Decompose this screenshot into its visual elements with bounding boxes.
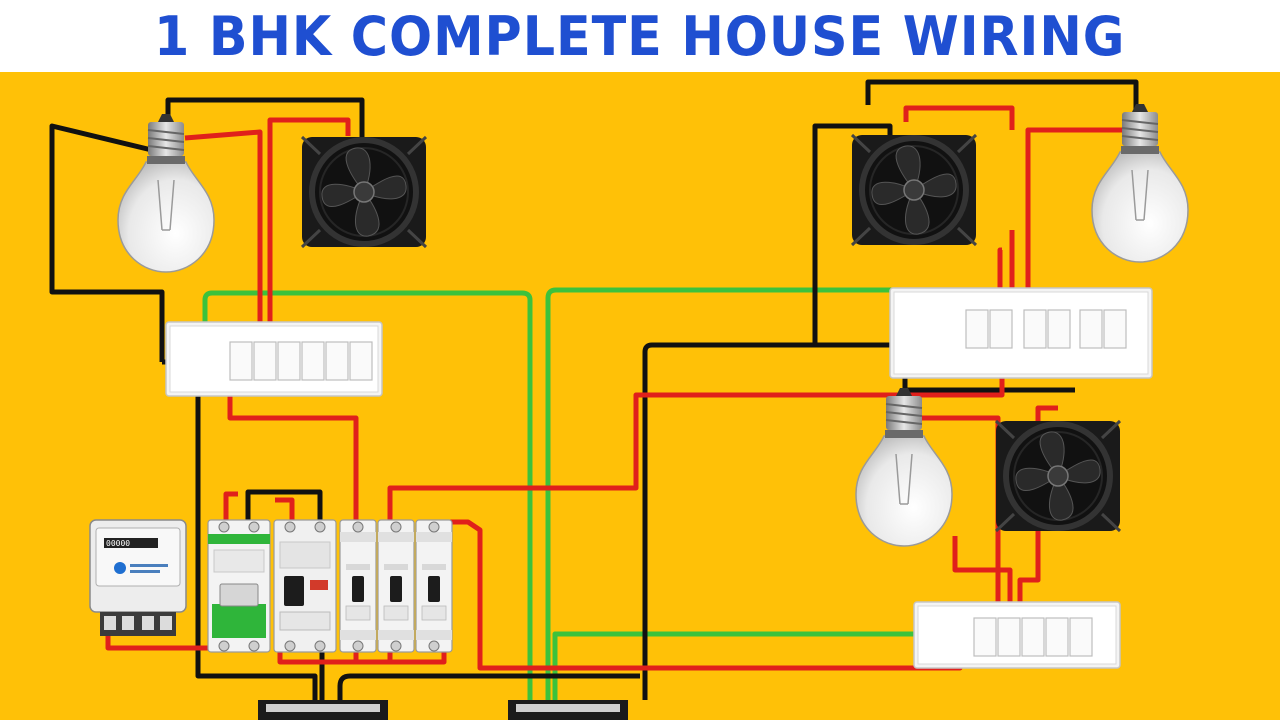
meter-reading: 00000 (106, 539, 130, 548)
mcb-1 (339, 519, 377, 653)
title-bar: 1 BHK COMPLETE HOUSE WIRING (0, 0, 1280, 72)
exhaust-fan-room-2 (852, 135, 976, 245)
neutral-wires (49, 79, 1139, 702)
wiring-diagram: 00000 (0, 72, 1280, 720)
mcb-3 (415, 519, 453, 653)
phase-wires (105, 105, 1126, 671)
main-switch (207, 519, 271, 653)
switch-board-room-2 (889, 287, 1153, 379)
page-title: 1 BHK COMPLETE HOUSE WIRING (154, 4, 1126, 68)
rccb (273, 519, 337, 653)
bottom-terminal-right (508, 700, 628, 720)
switch-board-room-1 (165, 321, 383, 397)
exhaust-fan-room-3 (996, 421, 1120, 531)
exhaust-fan-room-1 (302, 137, 426, 247)
mcb-2 (377, 519, 415, 653)
switch-board-room-3 (913, 601, 1121, 669)
bottom-terminal-left (258, 700, 388, 720)
energy-meter: 00000 (89, 519, 187, 636)
